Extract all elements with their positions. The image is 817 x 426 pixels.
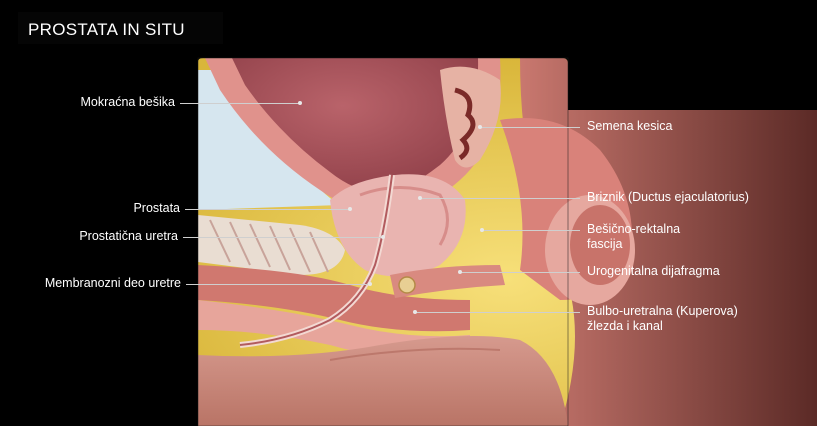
leader-line-prostate <box>185 209 350 210</box>
leader-line-bulbourethral <box>415 312 580 313</box>
label-bladder: Mokraćna bešika <box>81 95 176 110</box>
label-bulbourethral-line1: Bulbo-uretralna (Kuperova) <box>587 304 738 319</box>
leader-dot-ejaculatory-duct <box>418 196 422 200</box>
label-ejaculatory-duct: Briznik (Ductus ejaculatorius) <box>587 190 749 205</box>
label-prostate: Prostata <box>133 201 180 216</box>
label-prostatic-urethra: Prostatična uretra <box>79 229 178 244</box>
leader-dot-urogenital-diaphragm <box>458 270 462 274</box>
leader-dot-bladder <box>298 101 302 105</box>
leader-dot-seminal-vesicle <box>478 125 482 129</box>
leader-line-ejaculatory-duct <box>420 198 580 199</box>
leader-line-bladder <box>180 103 300 104</box>
label-urogenital-diaphragm: Urogenitalna dijafragma <box>587 264 720 279</box>
leader-dot-bulbourethral <box>413 310 417 314</box>
page-title: PROSTATA IN SITU <box>28 20 185 40</box>
label-fascia-line1: Bešično-rektalna <box>587 222 680 237</box>
leader-line-urogenital-diaphragm <box>460 272 580 273</box>
label-fascia-line2: fascija <box>587 237 622 252</box>
leader-dot-fascia <box>480 228 484 232</box>
leader-line-fascia <box>482 230 580 231</box>
label-bulbourethral-line2: žlezda i kanal <box>587 319 663 334</box>
leader-line-prostatic-urethra <box>183 237 383 238</box>
label-membranous-urethra: Membranozni deo uretre <box>45 276 181 291</box>
leader-line-seminal-vesicle <box>480 127 580 128</box>
leader-line-membranous-urethra <box>186 284 370 285</box>
label-seminal-vesicle: Semena kesica <box>587 119 672 134</box>
leader-dot-prostate <box>348 207 352 211</box>
leader-dot-membranous-urethra <box>368 282 372 286</box>
leader-dot-prostatic-urethra <box>381 235 385 239</box>
bulbourethral-gland <box>399 277 415 293</box>
